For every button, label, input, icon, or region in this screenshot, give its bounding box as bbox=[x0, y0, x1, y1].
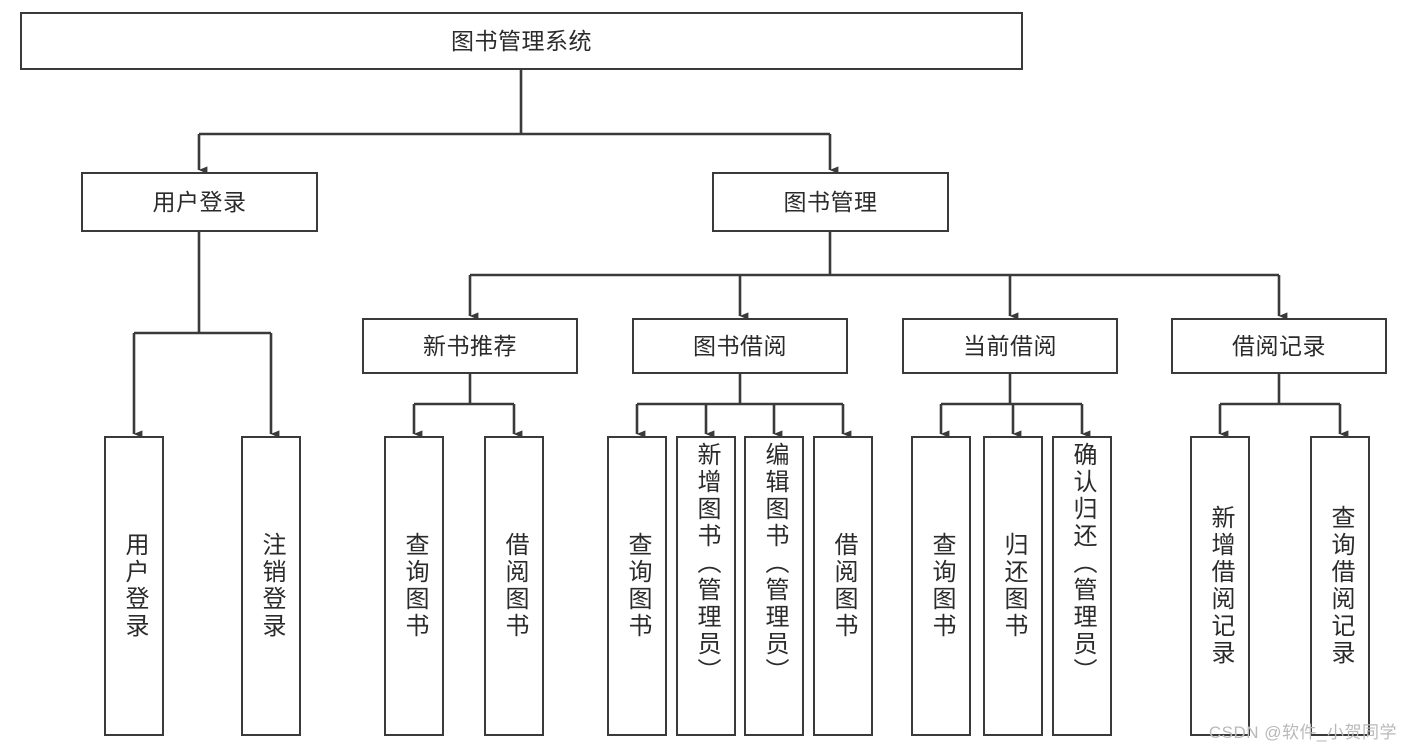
node-leaf-add-book[interactable]: 新增图书（管理员） bbox=[676, 436, 736, 736]
node-user-login-label: 用户登录 bbox=[152, 188, 247, 215]
node-leaf-query-book-1[interactable]: 查询图书 bbox=[384, 436, 444, 736]
node-leaf-query-record-label: 查询借阅记录 bbox=[1327, 505, 1354, 667]
node-borrow-records[interactable]: 借阅记录 bbox=[1171, 318, 1387, 374]
node-leaf-borrow-book-1-label: 借阅图书 bbox=[501, 532, 528, 640]
node-book-manage[interactable]: 图书管理 bbox=[712, 172, 949, 232]
node-book-manage-label: 图书管理 bbox=[783, 188, 878, 215]
node-leaf-borrow-book-1[interactable]: 借阅图书 bbox=[484, 436, 544, 736]
node-leaf-logout[interactable]: 注销登录 bbox=[241, 436, 301, 736]
node-leaf-query-book-2[interactable]: 查询图书 bbox=[607, 436, 667, 736]
node-book-borrow[interactable]: 图书借阅 bbox=[632, 318, 848, 374]
node-new-book-recommend[interactable]: 新书推荐 bbox=[362, 318, 578, 374]
node-leaf-confirm-return[interactable]: 确认归还（管理员） bbox=[1052, 436, 1112, 736]
node-leaf-borrow-book-2[interactable]: 借阅图书 bbox=[813, 436, 873, 736]
node-leaf-query-book-1-label: 查询图书 bbox=[401, 532, 428, 640]
node-user-login[interactable]: 用户登录 bbox=[81, 172, 318, 232]
node-leaf-edit-book[interactable]: 编辑图书（管理员） bbox=[744, 436, 804, 736]
node-new-book-recommend-label: 新书推荐 bbox=[423, 332, 517, 359]
node-book-borrow-label: 图书借阅 bbox=[693, 332, 787, 359]
node-borrow-records-label: 借阅记录 bbox=[1232, 332, 1326, 359]
node-leaf-logout-label: 注销登录 bbox=[258, 532, 285, 640]
node-leaf-return-book-label: 归还图书 bbox=[1000, 532, 1027, 640]
node-current-borrow-label: 当前借阅 bbox=[963, 332, 1057, 359]
node-root-label: 图书管理系统 bbox=[451, 27, 592, 54]
node-leaf-query-book-2-label: 查询图书 bbox=[624, 532, 651, 640]
node-leaf-confirm-return-label: 确认归还（管理员） bbox=[1069, 442, 1096, 685]
node-leaf-query-record[interactable]: 查询借阅记录 bbox=[1310, 436, 1370, 736]
node-root[interactable]: 图书管理系统 bbox=[20, 12, 1023, 70]
node-leaf-user-login-label: 用户登录 bbox=[121, 532, 148, 640]
node-leaf-edit-book-label: 编辑图书（管理员） bbox=[761, 442, 788, 685]
node-leaf-add-book-label: 新增图书（管理员） bbox=[693, 442, 720, 685]
node-leaf-query-book-3-label: 查询图书 bbox=[928, 532, 955, 640]
node-leaf-query-book-3[interactable]: 查询图书 bbox=[911, 436, 971, 736]
node-leaf-borrow-book-2-label: 借阅图书 bbox=[830, 532, 857, 640]
node-leaf-user-login[interactable]: 用户登录 bbox=[104, 436, 164, 736]
node-leaf-add-record-label: 新增借阅记录 bbox=[1207, 505, 1234, 667]
node-current-borrow[interactable]: 当前借阅 bbox=[902, 318, 1118, 374]
node-leaf-return-book[interactable]: 归还图书 bbox=[983, 436, 1043, 736]
node-leaf-add-record[interactable]: 新增借阅记录 bbox=[1190, 436, 1250, 736]
watermark-text: CSDN @软件_小贺同学 bbox=[1208, 723, 1397, 742]
